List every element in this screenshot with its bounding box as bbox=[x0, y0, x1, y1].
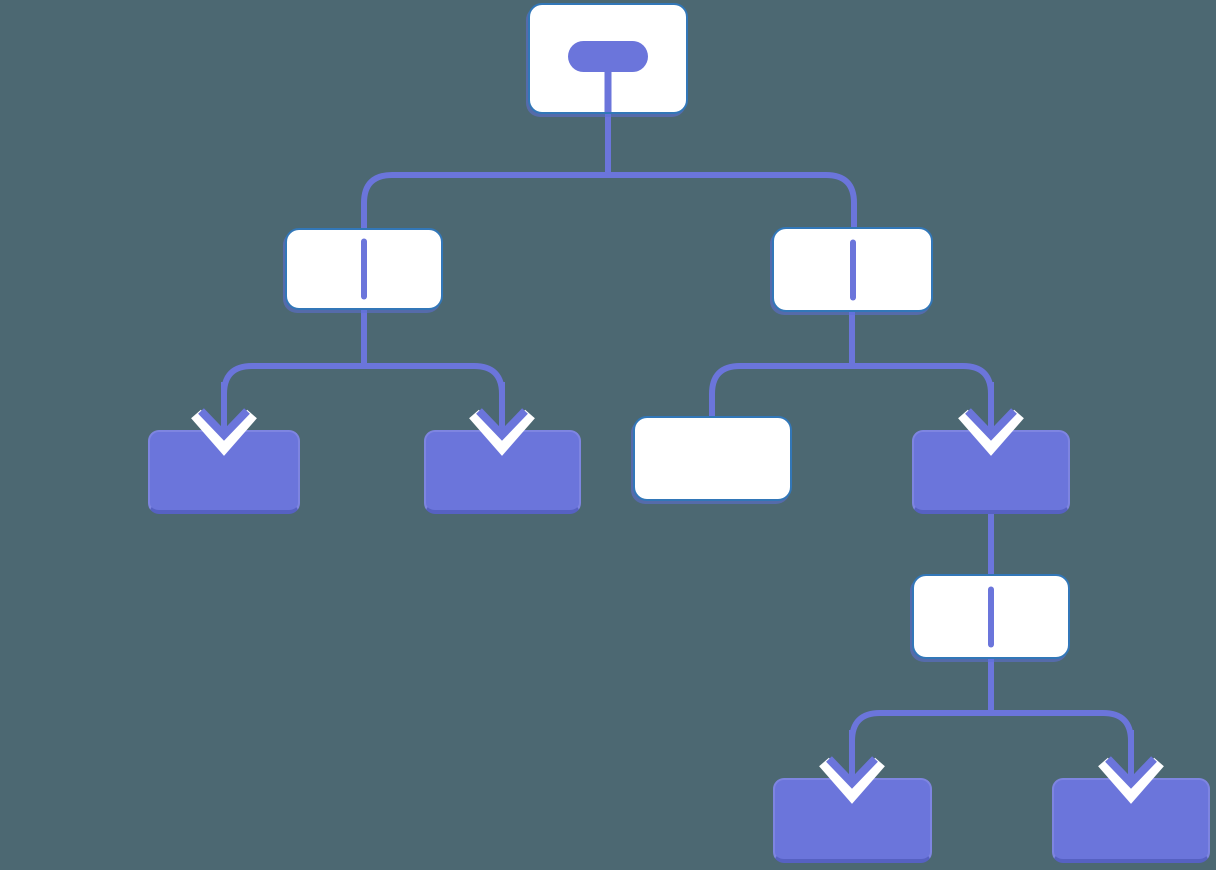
edge-left-bracket bbox=[221, 363, 505, 414]
diagram-node-leaf-4[interactable] bbox=[773, 778, 932, 863]
diagram-node-branch-right[interactable] bbox=[772, 227, 933, 312]
vertical-bar-icon bbox=[849, 239, 856, 300]
edge-bottom-bracket bbox=[849, 710, 1134, 762]
diagram-node-branch-left[interactable] bbox=[285, 228, 443, 310]
edge-top-bracket bbox=[361, 172, 857, 230]
root-pill-icon bbox=[568, 41, 648, 72]
diagram-node-leaf-2[interactable] bbox=[424, 430, 581, 514]
diagram-node-branch-bottom[interactable] bbox=[912, 574, 1070, 659]
diagram-node-child-blank[interactable] bbox=[633, 416, 792, 501]
diagram-node-leaf-1[interactable] bbox=[148, 430, 300, 514]
diagram-node-leaf-3[interactable] bbox=[912, 430, 1070, 514]
diagram-node-leaf-5[interactable] bbox=[1052, 778, 1210, 863]
diagram-node-root[interactable] bbox=[528, 3, 688, 114]
edge-right-bracket bbox=[709, 363, 994, 418]
vertical-bar-icon bbox=[988, 586, 994, 647]
vertical-bar-icon bbox=[361, 238, 367, 300]
